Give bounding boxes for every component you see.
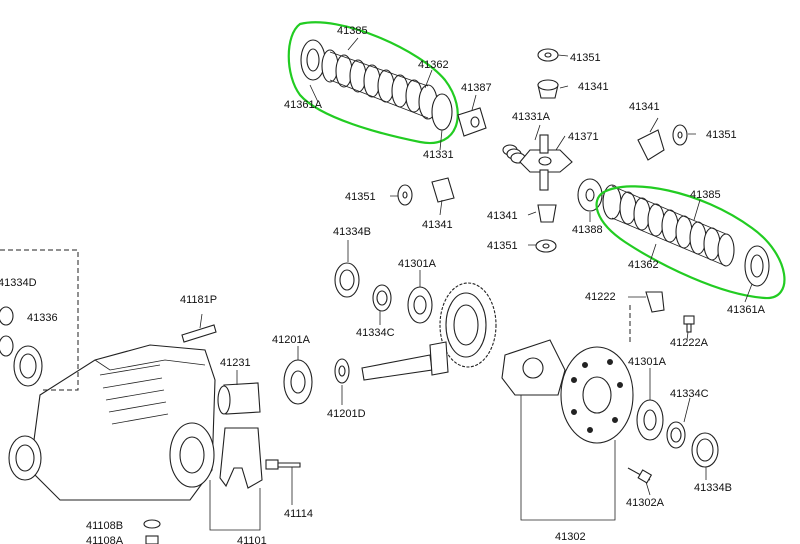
label-41334b-right: 41334B	[694, 482, 732, 494]
washer-41201d	[334, 358, 350, 384]
label-41181p: 41181P	[180, 294, 217, 306]
thrust-washer-41351-left	[397, 184, 413, 206]
drive-pinion-shaft	[361, 341, 449, 381]
label-41231: 41231	[220, 357, 251, 369]
label-41341-d: 41341	[487, 210, 518, 222]
clutch-plate-stack-right	[602, 184, 770, 287]
label-41341-a: 41341	[578, 81, 609, 93]
ring-gear	[439, 282, 497, 368]
label-41302: 41302	[555, 531, 586, 543]
bolt-41114	[265, 459, 301, 470]
differential-carrier-housing	[8, 344, 216, 501]
label-41222a: 41222A	[670, 337, 709, 349]
side-gear-41388	[577, 178, 603, 212]
label-41351-c: 41351	[345, 191, 376, 203]
side-seal-group-box	[0, 249, 79, 391]
label-41387: 41387	[461, 82, 492, 94]
label-41201d: 41201D	[327, 408, 366, 420]
label-41334b-top: 41334B	[333, 226, 371, 238]
bearing-41201a	[283, 359, 313, 405]
label-41331: 41331	[423, 149, 454, 161]
pinion-gear-41341-right	[637, 129, 665, 161]
label-41334d: 41334D	[0, 277, 37, 289]
differential-case-flange	[560, 346, 634, 444]
spacer-41231	[217, 382, 261, 415]
pinion-shaft-cross-41371	[519, 134, 573, 191]
label-41101: 41101	[237, 535, 267, 544]
label-41301a-right: 41301A	[628, 356, 667, 368]
label-41334c-left: 41334C	[356, 327, 395, 339]
label-41201a: 41201A	[272, 334, 311, 346]
label-41341-b: 41341	[629, 101, 660, 113]
label-41351-d: 41351	[487, 240, 518, 252]
shim-41334c-right	[666, 421, 686, 449]
label-41385-right: 41385	[690, 189, 721, 201]
label-41351-b: 41351	[706, 129, 737, 141]
bearing-41301a-right	[636, 399, 664, 441]
stud-bolt-41181p	[181, 324, 217, 343]
label-41108a: 41108A	[86, 535, 124, 544]
shim-41334c-left	[372, 284, 392, 312]
bracket-41222	[645, 291, 665, 313]
label-41302a: 41302A	[626, 497, 665, 509]
label-41334c-right: 41334C	[670, 388, 709, 400]
label-41108b: 41108B	[86, 520, 123, 532]
label-41336: 41336	[27, 312, 58, 324]
pinion-gear-41341-center	[537, 204, 557, 223]
thrust-washer-41351-center	[535, 239, 557, 253]
bearing-cap-41101	[219, 427, 263, 489]
thrust-washer-41387	[457, 107, 487, 137]
label-41351-a: 41351	[570, 52, 601, 64]
oil-seal-41334b-top	[334, 262, 360, 298]
bolt-41222a	[683, 315, 695, 333]
label-41361a-top: 41361A	[284, 99, 323, 111]
label-41341-c: 41341	[422, 219, 453, 231]
label-41371: 41371	[568, 131, 599, 143]
label-41385-top: 41385	[337, 25, 368, 37]
label-41301a-top: 41301A	[398, 258, 437, 270]
oil-seal-41334b-right	[691, 432, 719, 468]
thrust-washer-41351-right	[672, 124, 688, 146]
label-41388: 41388	[572, 224, 603, 236]
green-highlight-top	[287, 21, 459, 145]
bolt-41302a	[627, 467, 653, 484]
label-41362-top: 41362	[418, 59, 449, 71]
label-41114: 41114	[284, 508, 313, 520]
differential-case-half	[501, 339, 566, 396]
label-41362-right: 41362	[628, 259, 659, 271]
pinion-gear-41341-top	[537, 79, 559, 99]
plug-41108b	[143, 519, 161, 544]
label-41222: 41222	[585, 291, 616, 303]
spring-41331a	[502, 144, 526, 164]
thrust-washer-41351-top	[537, 48, 559, 62]
green-highlight-right	[595, 185, 786, 300]
label-41331a: 41331A	[512, 111, 551, 123]
label-41361a-right: 41361A	[727, 304, 766, 316]
clutch-plate-stack-top	[300, 39, 453, 131]
bearing-41301a-top	[407, 286, 433, 324]
pinion-gear-41341-left	[431, 177, 455, 203]
